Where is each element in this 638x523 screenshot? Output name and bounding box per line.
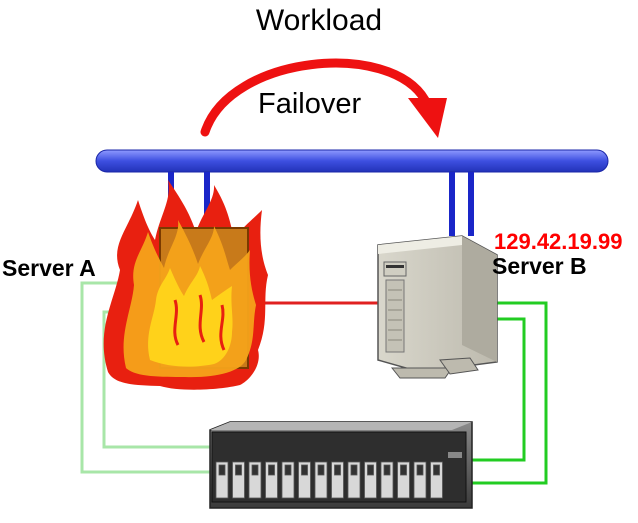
server-b-ip-label: 129.42.19.99 xyxy=(494,229,623,254)
network-bus xyxy=(95,149,609,173)
storage-array-icon xyxy=(209,421,473,509)
server-a-label: Server A xyxy=(2,255,96,281)
drive-bay-handle xyxy=(433,464,440,476)
drive-bay-handle xyxy=(317,464,325,476)
drive-bay-handle xyxy=(334,464,341,476)
diagram-title: Workload xyxy=(255,4,383,37)
failover-label: Failover xyxy=(258,88,362,120)
server-a-burning-icon xyxy=(103,180,268,390)
drive-bay-handle xyxy=(383,464,391,476)
drive-bay-handle xyxy=(235,464,242,476)
drive-bay-handle xyxy=(350,464,358,476)
drive-bay-handle xyxy=(268,464,275,476)
drive-bay-handle xyxy=(251,464,259,476)
server-b-label: Server B xyxy=(492,253,587,279)
server-b-tower-icon xyxy=(377,235,498,379)
drive-bay-handle xyxy=(416,464,424,476)
server-b-uplinks xyxy=(449,172,474,236)
drive-bay-handle xyxy=(218,464,226,476)
failover-arrow xyxy=(200,58,447,138)
drive-bay-handle xyxy=(301,464,308,476)
drive-bay-handle xyxy=(400,464,407,476)
drive-bay-handle xyxy=(284,464,292,476)
drive-bay-handle xyxy=(367,464,374,476)
server-b-storage-links xyxy=(467,301,548,485)
